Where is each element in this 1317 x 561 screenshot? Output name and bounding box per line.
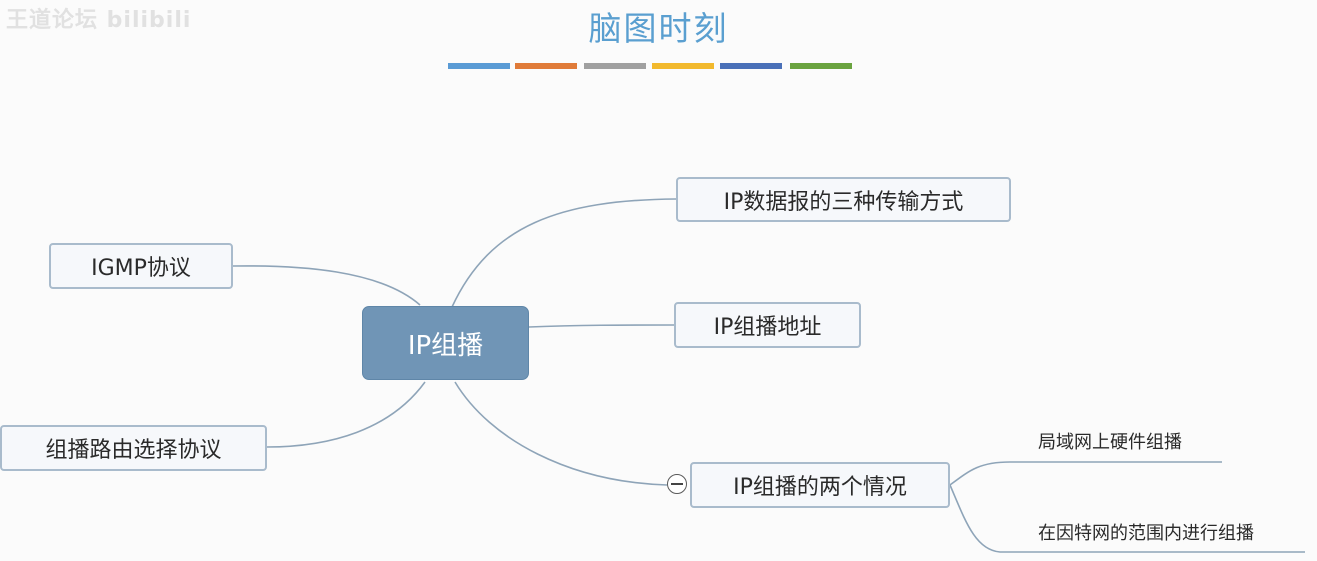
leaf-lan[interactable]: 局域网上硬件组播	[1038, 432, 1182, 453]
leaf-internet[interactable]: 在因特网的范围内进行组播	[1038, 523, 1254, 544]
watermark: 王道论坛 bilibili	[6, 8, 192, 33]
node-transmission[interactable]: IP数据报的三种传输方式	[676, 177, 1011, 222]
node-igmp[interactable]: IGMP协议	[49, 243, 233, 289]
color-bar-5	[720, 63, 782, 69]
central-topic[interactable]: IP组播	[362, 306, 529, 380]
node-address[interactable]: IP组播地址	[674, 302, 861, 348]
node-routing[interactable]: 组播路由选择协议	[0, 425, 267, 471]
collapse-toggle-button[interactable]	[667, 474, 687, 494]
connector-igmp	[232, 265, 421, 306]
connector-lan	[949, 461, 1222, 486]
color-bar-3	[584, 63, 646, 69]
color-bar-1	[448, 63, 510, 69]
color-bar-2	[515, 63, 577, 69]
connector-cases	[454, 381, 668, 486]
color-bar-6	[790, 63, 852, 69]
connector-internet	[949, 484, 1305, 553]
connector-address	[528, 324, 675, 328]
page-title: 脑图时刻	[588, 9, 729, 48]
connector-routing	[266, 381, 426, 448]
node-cases[interactable]: IP组播的两个情况	[690, 462, 950, 508]
color-bar-4	[652, 63, 714, 69]
connector-transmission	[451, 198, 677, 308]
